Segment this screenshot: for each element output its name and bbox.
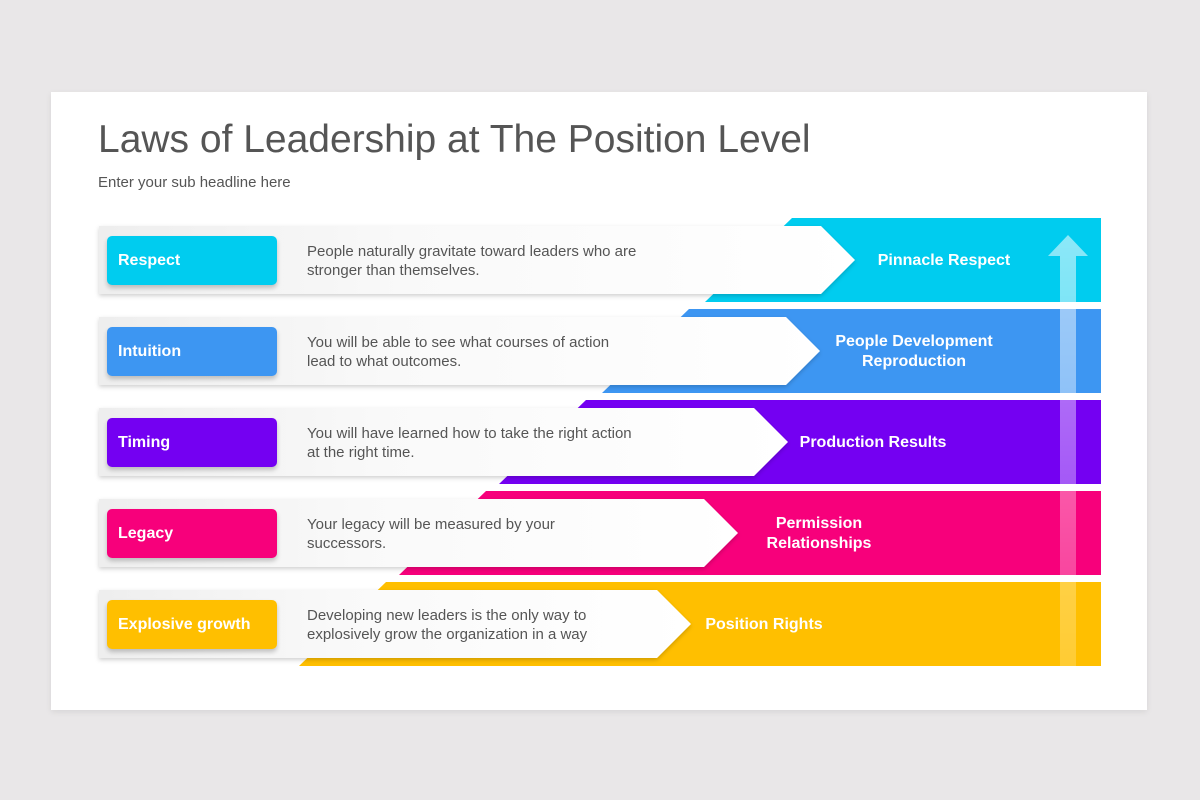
banner-respect [99, 226, 855, 294]
level-label-line: Permission [775, 515, 863, 532]
description-line: successors. [307, 535, 387, 552]
up-arrow-icon [1048, 235, 1088, 666]
row-label-text: Legacy [118, 524, 174, 542]
description-line: Your legacy will be measured by your [307, 516, 555, 533]
level-label-people-development: People Development Reproduction [835, 332, 992, 372]
description-line: You will have learned how to take the ri… [307, 425, 632, 442]
row-label-text: Explosive growth [118, 615, 251, 633]
level-label-line: Pinnacle Respect [877, 252, 1011, 269]
row-description: People naturally gravitate toward leader… [307, 242, 677, 280]
level-label-position: Position Rights [705, 615, 822, 635]
row-description: You will be able to see what courses of … [307, 333, 677, 371]
row-description: You will have learned how to take the ri… [307, 424, 677, 462]
level-label-permission: Permission Relationships [767, 514, 872, 554]
row-label-text: Respect [118, 251, 181, 269]
level-label-line: People Development [835, 333, 993, 350]
description-line: You will be able to see what courses of … [307, 334, 610, 351]
description-line: People naturally gravitate toward leader… [307, 243, 637, 260]
row-label-respect: Respect [107, 236, 277, 285]
page-subtitle: Enter your sub headline here [98, 174, 291, 191]
row-label-intuition: Intuition [107, 327, 277, 376]
level-label-line: Relationships [766, 535, 872, 552]
row-label-timing: Timing [107, 418, 277, 467]
description-line: stronger than themselves. [307, 262, 480, 279]
level-label-line: Position Rights [705, 616, 823, 633]
row-label-text: Timing [118, 433, 171, 451]
slide: Laws of Leadership at The Position Level… [51, 92, 1147, 710]
page-title: Laws of Leadership at The Position Level [98, 118, 811, 161]
level-label-pinnacle: Pinnacle Respect [878, 251, 1011, 271]
banner-intuition [99, 317, 820, 385]
description-line: at the right time. [307, 444, 415, 461]
row-label-legacy: Legacy [107, 509, 277, 558]
description-line: lead to what outcomes. [307, 353, 462, 370]
row-description: Your legacy will be measured by your suc… [307, 515, 677, 553]
level-label-production: Production Results [800, 433, 947, 453]
description-line: Developing new leaders is the only way t… [307, 607, 587, 624]
row-description: Developing new leaders is the only way t… [307, 606, 677, 644]
row-label-explosive-growth: Explosive growth [107, 600, 277, 649]
description-line: explosively grow the organization in a w… [307, 626, 588, 643]
level-label-line: Production Results [799, 434, 947, 451]
level-label-line: Reproduction [862, 353, 966, 370]
row-label-text: Intuition [118, 342, 182, 360]
